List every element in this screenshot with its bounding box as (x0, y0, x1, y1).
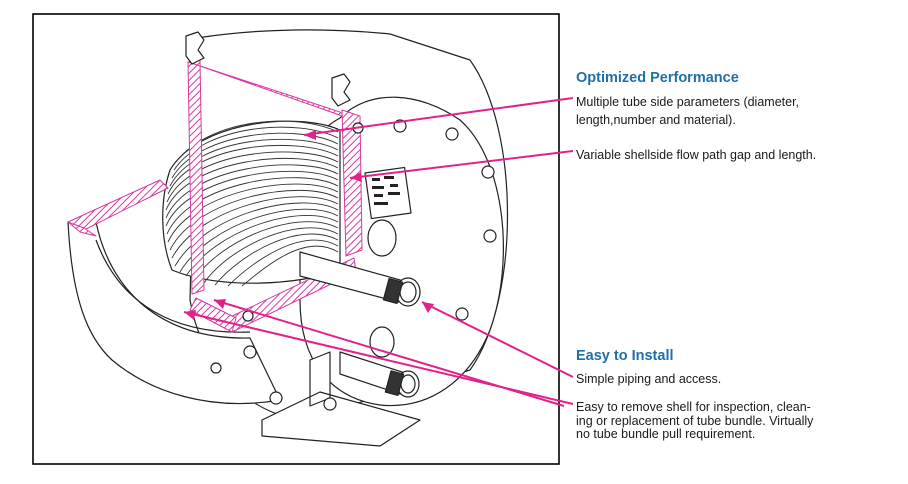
callout-line: length,number and material). (576, 113, 736, 127)
removable-shell (67, 221, 281, 405)
heading-optimized-performance: Optimized Performance (576, 70, 739, 86)
heat-exchanger-illustration (67, 29, 508, 447)
callout-line: Simple piping and access. (576, 372, 722, 386)
lifting-lugs (185, 31, 351, 107)
leader-shellside-gap (349, 150, 574, 179)
callout-shellside-flow-path: Variable shellside flow path gap and len… (576, 146, 816, 164)
callout-line: Multiple tube side parameters (diameter, (576, 95, 800, 109)
nameplate-markings (372, 176, 400, 205)
illustration-frame (32, 13, 560, 465)
leader-tube-params (303, 97, 574, 136)
leader-simple-piping (421, 301, 574, 378)
callout-line: Variable shellside flow path gap and len… (576, 148, 817, 162)
leader-lines (183, 97, 574, 407)
heading-easy-to-install: Easy to Install (576, 348, 674, 364)
hatch-left-shell (67, 179, 169, 231)
hatch-bottom-shell (189, 297, 237, 333)
callout-line: Easy to remove shell for inspection, cle… (576, 400, 811, 414)
hatch-right-flange (341, 109, 363, 257)
callout-remove-shell: Easy to remove shell for inspection, cle… (576, 400, 814, 442)
callout-tube-side-parameters: Multiple tube side parameters (diameter,… (576, 93, 799, 129)
callout-line: ing or replacement of tube bundle. Virtu… (576, 413, 814, 428)
callout-simple-piping: Simple piping and access. (576, 370, 721, 388)
callout-line: no tube bundle pull requirement. (576, 427, 756, 441)
leader-remove-shell-2 (213, 299, 565, 407)
leader-arrowheads (184, 130, 434, 320)
hatch-left-end (67, 221, 97, 237)
nozzles (299, 219, 421, 398)
shell-lower-edge (95, 239, 251, 333)
